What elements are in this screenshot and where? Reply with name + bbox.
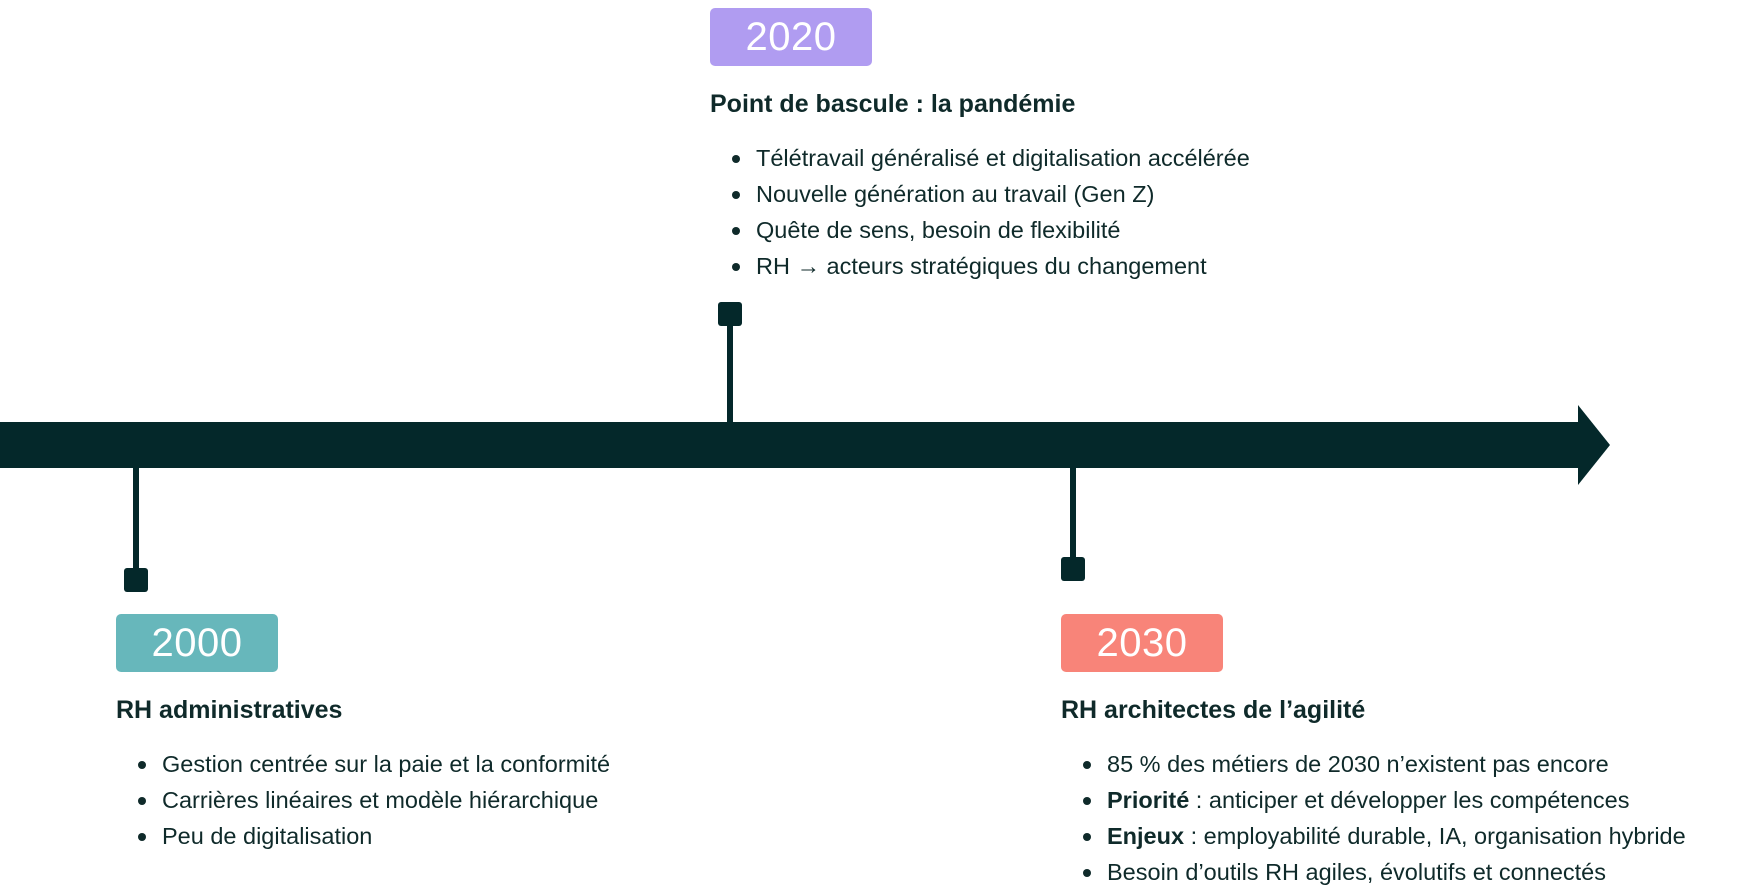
marker-2020-stem <box>727 320 733 422</box>
marker-2000-cap <box>124 568 148 592</box>
list-item: Carrières linéaires et modèle hiérarchiq… <box>138 782 610 818</box>
list-item-lead: Enjeux <box>1107 823 1185 849</box>
list-item: Nouvelle génération au travail (Gen Z) <box>732 176 1250 212</box>
event-title-2020: Point de bascule : la pandémie <box>710 90 1076 118</box>
list-item-text: Peu de digitalisation <box>162 823 373 849</box>
list-item: Besoin d’outils RH agiles, évolutifs et … <box>1083 854 1686 890</box>
marker-2020-cap <box>718 302 742 326</box>
list-item-text: Télétravail généralisé et digitalisation… <box>756 145 1250 171</box>
list-item: Enjeux : employabilité durable, IA, orga… <box>1083 818 1686 854</box>
marker-2000-stem <box>133 468 139 568</box>
list-item-lead: Priorité <box>1107 787 1190 813</box>
list-item: Peu de digitalisation <box>138 818 610 854</box>
list-item: Gestion centrée sur la paie et la confor… <box>138 746 610 782</box>
arrow-head-icon <box>1578 405 1610 485</box>
list-item: Priorité : anticiper et développer les c… <box>1083 782 1686 818</box>
list-item-text: : employabilité durable, IA, organisatio… <box>1184 823 1686 849</box>
marker-2030-stem <box>1070 468 1076 558</box>
event-title-2000: RH administratives <box>116 696 343 724</box>
list-item: RH → acteurs stratégiques du changement <box>732 248 1250 284</box>
list-item-text: Gestion centrée sur la paie et la confor… <box>162 751 611 777</box>
list-item: Quête de sens, besoin de flexibilité <box>732 212 1250 248</box>
list-item: Télétravail généralisé et digitalisation… <box>732 140 1250 176</box>
list-item-text: Besoin d’outils RH agiles, évolutifs et … <box>1107 859 1606 885</box>
list-item-text: Carrières linéaires et modèle hiérarchiq… <box>162 787 599 813</box>
list-item-text: Nouvelle génération au travail (Gen Z) <box>756 181 1155 207</box>
timeline-axis <box>0 422 1580 468</box>
list-item-text: 85 % des métiers de 2030 n’existent pas … <box>1107 751 1609 777</box>
list-item-text: : anticiper et développer les compétence… <box>1189 787 1630 813</box>
list-item-text: Quête de sens, besoin de flexibilité <box>756 217 1121 243</box>
event-list-2000: Gestion centrée sur la paie et la confor… <box>138 746 610 854</box>
year-badge-2020: 2020 <box>710 8 872 66</box>
list-item: 85 % des métiers de 2030 n’existent pas … <box>1083 746 1686 782</box>
event-list-2030: 85 % des métiers de 2030 n’existent pas … <box>1083 746 1686 890</box>
year-badge-2030: 2030 <box>1061 614 1223 672</box>
event-title-2030: RH architectes de l’agilité <box>1061 696 1366 724</box>
event-list-2020: Télétravail généralisé et digitalisation… <box>732 140 1250 284</box>
list-item-text: RH → acteurs stratégiques du changement <box>756 253 1207 279</box>
marker-2030-cap <box>1061 557 1085 581</box>
year-badge-2000: 2000 <box>116 614 278 672</box>
